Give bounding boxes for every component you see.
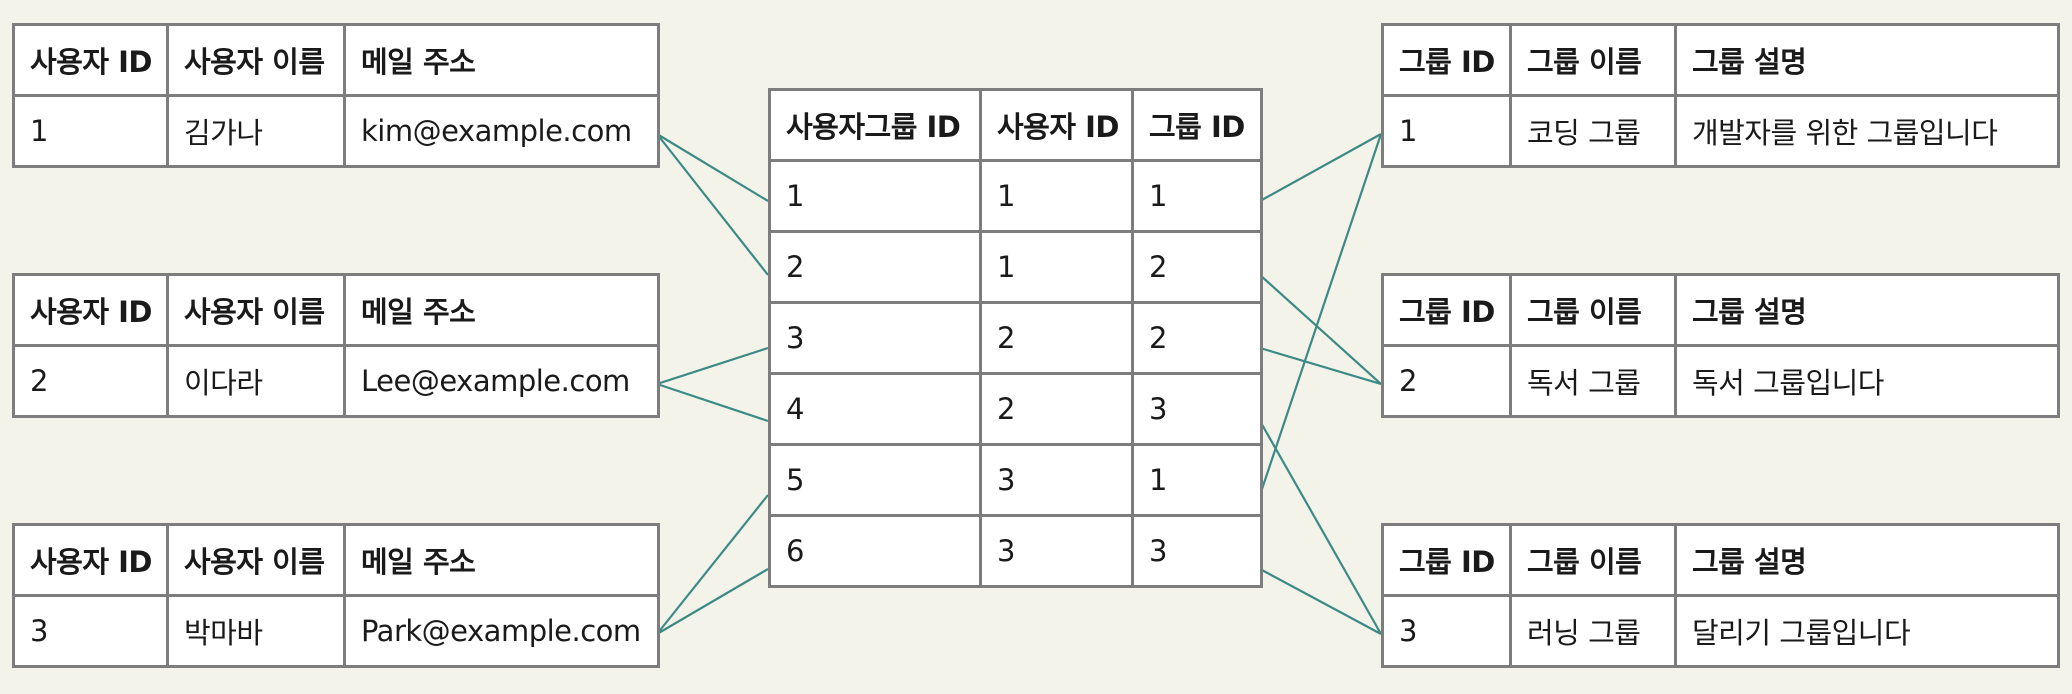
header-cell: 사용자 ID — [12, 23, 169, 97]
table-row: 5 3 1 — [768, 443, 1263, 517]
group-id-cell: 3 — [1131, 514, 1263, 588]
header-cell: 사용자그룹 ID — [768, 88, 982, 162]
table-header-row: 사용자 ID 사용자 이름 메일 주소 — [12, 23, 660, 97]
group-description-cell: 개발자를 위한 그룹입니다 — [1674, 94, 2060, 168]
group-name-cell: 독서 그룹 — [1509, 344, 1677, 418]
table-row: 4 2 3 — [768, 372, 1263, 446]
user-group-id-cell: 3 — [768, 301, 982, 375]
header-cell: 그룹 설명 — [1674, 523, 2060, 597]
user-table-3: 사용자 ID 사용자 이름 메일 주소 3 박마바 Park@example.c… — [12, 523, 660, 668]
group-name-cell: 러닝 그룹 — [1509, 594, 1677, 668]
user-id-cell: 3 — [12, 594, 169, 668]
header-cell: 메일 주소 — [343, 273, 660, 347]
header-cell: 그룹 이름 — [1509, 23, 1677, 97]
user-id-cell: 3 — [979, 514, 1134, 588]
connector-user2-ug4 — [656, 382, 769, 423]
connector-ug2-group2 — [1259, 274, 1382, 385]
header-cell: 사용자 ID — [979, 88, 1134, 162]
group-table-2: 그룹 ID 그룹 이름 그룹 설명 2 독서 그룹 독서 그룹입니다 — [1381, 273, 2060, 418]
header-cell: 사용자 ID — [12, 523, 169, 597]
user-name-cell: 박마바 — [166, 594, 346, 668]
header-cell: 사용자 이름 — [166, 523, 346, 597]
group-id-cell: 1 — [1381, 94, 1512, 168]
user-group-id-cell: 5 — [768, 443, 982, 517]
user-name-cell: 이다라 — [166, 344, 346, 418]
user-email-cell: Park@example.com — [343, 594, 660, 668]
connector-ug1-group1 — [1259, 133, 1382, 202]
user-email-cell: kim@example.com — [343, 94, 660, 168]
table-header-row: 사용자그룹 ID 사용자 ID 그룹 ID — [768, 88, 1263, 162]
table-header-row: 그룹 ID 그룹 이름 그룹 설명 — [1381, 523, 2060, 597]
table-header-row: 사용자 ID 사용자 이름 메일 주소 — [12, 523, 660, 597]
user-id-cell: 1 — [12, 94, 169, 168]
connector-user2-ug3 — [656, 346, 769, 386]
group-table-1: 그룹 ID 그룹 이름 그룹 설명 1 코딩 그룹 개발자를 위한 그룹입니다 — [1381, 23, 2060, 168]
user-id-cell: 2 — [979, 372, 1134, 446]
group-id-cell: 2 — [1131, 301, 1263, 375]
user-group-id-cell: 2 — [768, 230, 982, 304]
table-header-row: 그룹 ID 그룹 이름 그룹 설명 — [1381, 23, 2060, 97]
header-cell: 메일 주소 — [343, 523, 660, 597]
header-cell: 사용자 이름 — [166, 273, 346, 347]
connector-user3-ug5 — [656, 494, 769, 635]
group-id-cell: 3 — [1131, 372, 1263, 446]
user-table-1: 사용자 ID 사용자 이름 메일 주소 1 김가나 kim@example.co… — [12, 23, 660, 168]
header-cell: 그룹 ID — [1381, 273, 1512, 347]
header-cell: 그룹 ID — [1381, 523, 1512, 597]
user-table-2: 사용자 ID 사용자 이름 메일 주소 2 이다라 Lee@example.co… — [12, 273, 660, 418]
group-description-cell: 독서 그룹입니다 — [1674, 344, 2060, 418]
connector-ug5-group1 — [1258, 133, 1383, 496]
table-row: 2 1 2 — [768, 230, 1263, 304]
header-cell: 사용자 ID — [12, 273, 169, 347]
header-cell: 그룹 이름 — [1509, 273, 1677, 347]
user-group-id-cell: 6 — [768, 514, 982, 588]
table-row: 3 박마바 Park@example.com — [12, 594, 660, 668]
user-name-cell: 김가나 — [166, 94, 346, 168]
user-group-table: 사용자그룹 ID 사용자 ID 그룹 ID 1 1 1 2 1 2 3 2 2 … — [768, 88, 1263, 588]
table-row: 2 이다라 Lee@example.com — [12, 344, 660, 418]
header-cell: 사용자 이름 — [166, 23, 346, 97]
group-name-cell: 코딩 그룹 — [1509, 94, 1677, 168]
table-row: 2 독서 그룹 독서 그룹입니다 — [1381, 344, 2060, 418]
table-header-row: 사용자 ID 사용자 이름 메일 주소 — [12, 273, 660, 347]
header-cell: 그룹 이름 — [1509, 523, 1677, 597]
connector-user3-ug6 — [656, 568, 769, 635]
user-id-cell: 2 — [979, 301, 1134, 375]
table-header-row: 그룹 ID 그룹 이름 그룹 설명 — [1381, 273, 2060, 347]
connector-ug6-group3 — [1259, 568, 1382, 635]
user-id-cell: 3 — [979, 443, 1134, 517]
group-id-cell: 1 — [1131, 443, 1263, 517]
header-cell: 메일 주소 — [343, 23, 660, 97]
connector-user1-ug1 — [656, 133, 769, 202]
header-cell: 그룹 ID — [1131, 88, 1263, 162]
table-row: 3 2 2 — [768, 301, 1263, 375]
user-email-cell: Lee@example.com — [343, 344, 660, 418]
group-id-cell: 2 — [1131, 230, 1263, 304]
table-row: 1 김가나 kim@example.com — [12, 94, 660, 168]
table-row: 1 1 1 — [768, 159, 1263, 233]
table-row: 6 3 3 — [768, 514, 1263, 588]
group-id-cell: 2 — [1381, 344, 1512, 418]
user-group-id-cell: 4 — [768, 372, 982, 446]
connector-ug4-group3 — [1259, 420, 1382, 635]
group-table-3: 그룹 ID 그룹 이름 그룹 설명 3 러닝 그룹 달리기 그룹입니다 — [1381, 523, 2060, 668]
user-id-cell: 1 — [979, 230, 1134, 304]
user-id-cell: 1 — [979, 159, 1134, 233]
group-id-cell: 1 — [1131, 159, 1263, 233]
header-cell: 그룹 설명 — [1674, 23, 2060, 97]
header-cell: 그룹 ID — [1381, 23, 1512, 97]
connector-ug3-group2 — [1259, 346, 1382, 386]
group-id-cell: 3 — [1381, 594, 1512, 668]
user-group-id-cell: 1 — [768, 159, 982, 233]
header-cell: 그룹 설명 — [1674, 273, 2060, 347]
table-row: 1 코딩 그룹 개발자를 위한 그룹입니다 — [1381, 94, 2060, 168]
group-description-cell: 달리기 그룹입니다 — [1674, 594, 2060, 668]
user-id-cell: 2 — [12, 344, 169, 418]
table-row: 3 러닝 그룹 달리기 그룹입니다 — [1381, 594, 2060, 668]
connector-user1-ug2 — [656, 133, 769, 276]
